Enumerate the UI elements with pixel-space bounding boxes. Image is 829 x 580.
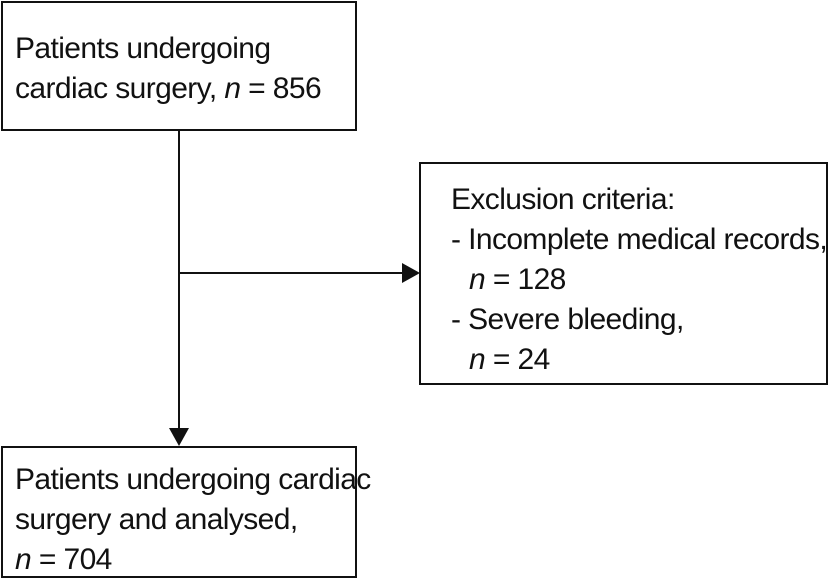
exclusion-item-incomplete-records-count: n = 128 [451,260,826,300]
enrolled-patients-box: Patients undergoing cardiac surgery, n =… [1,1,357,131]
bleeding-count: = 24 [485,343,550,376]
analysed-line-1: Patients undergoing cardiac [15,463,371,496]
enrolled-line-2-text: cardiac surgery, [15,72,225,105]
enrolled-count: = 856 [240,72,322,105]
enrolled-line-2: cardiac surgery, n = 856 [15,69,355,109]
exclusion-item-severe-bleeding: - Severe bleeding, [451,303,684,336]
enrolled-line-1: Patients undergoing [15,32,271,65]
exclusion-item-severe-bleeding-count: n = 24 [451,340,826,380]
enrolled-n-symbol: n [224,72,241,105]
arrow-right-head [402,263,420,283]
analysed-line-2: surgery and analysed, [15,503,298,536]
analysed-n-symbol: n [15,543,32,576]
analysed-count: = 704 [31,543,113,576]
exclusion-title: Exclusion criteria: [451,183,675,216]
incomplete-count: = 128 [485,263,567,296]
incomplete-n-symbol: n [469,263,486,296]
exclusion-item-incomplete-records: - Incomplete medical records, [451,223,828,256]
bleeding-n-symbol: n [469,343,486,376]
arrow-down-head [169,428,189,446]
exclusion-criteria-box: Exclusion criteria: - Incomplete medical… [419,162,828,385]
analysed-line-3: n = 704 [15,540,355,580]
analysed-patients-box: Patients undergoing cardiac surgery and … [1,446,371,580]
